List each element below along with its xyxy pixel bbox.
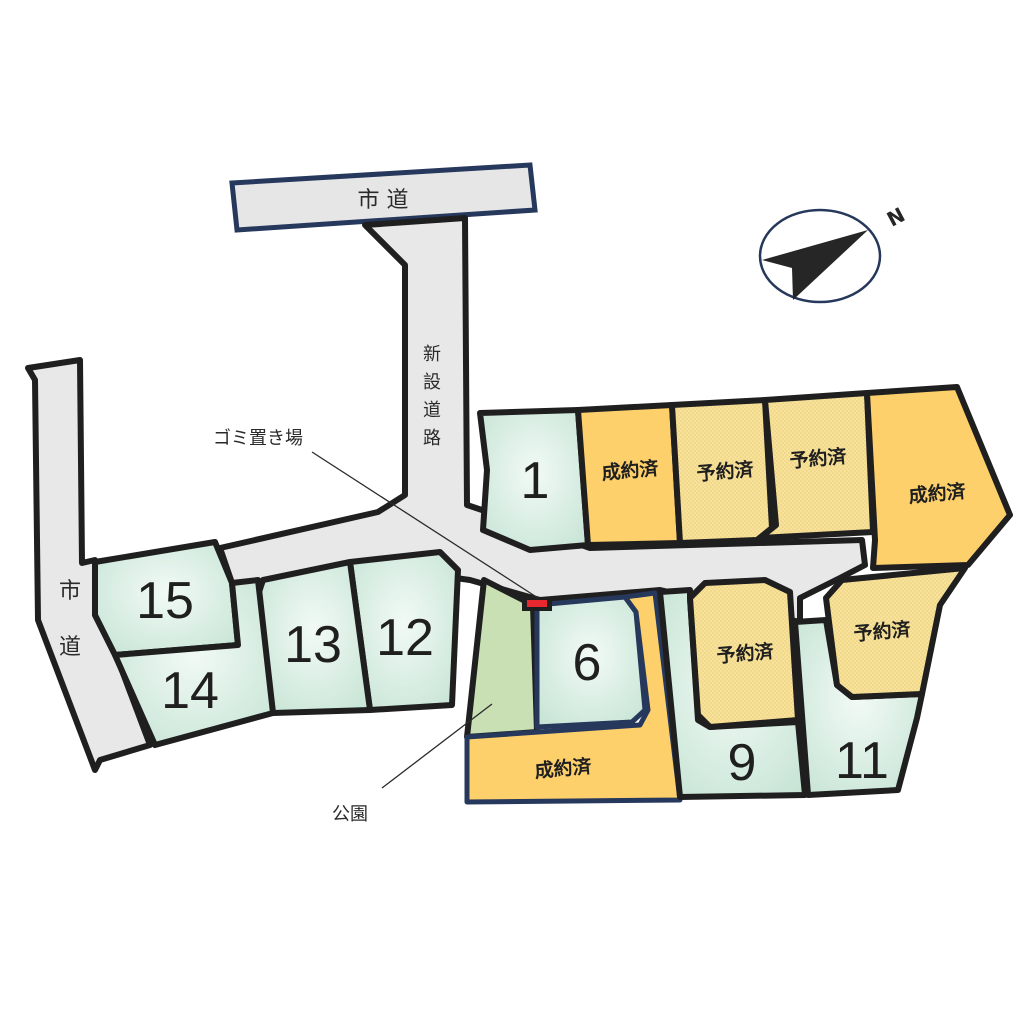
lot-15[interactable]: 15 [92,539,241,658]
lot-5-status: 成約済 [908,479,968,507]
lot-4-reserved[interactable]: 予約済 [757,390,876,541]
new-road-label-2: 設 [423,372,441,393]
park-leader-line [381,703,493,789]
lot-7-status: 成約済 [534,754,594,782]
lot-6[interactable]: 6 [534,594,648,730]
garbage-station-marker[interactable] [522,597,552,611]
lot-14-number: 14 [161,662,219,720]
lot-3-status: 予約済 [696,457,756,485]
garbage-leader-line [311,451,539,599]
new-road-label-4: 路 [423,428,441,449]
city-road-top: 市 道 [229,162,538,233]
lot-15-number: 15 [136,572,194,630]
new-road-label-1: 新 [423,344,441,365]
lot-1[interactable]: 1 [477,407,591,553]
north-arrow-icon [762,230,868,300]
city-road-left-label-1: 市 [59,579,81,604]
lot-8-status: 予約済 [716,639,776,667]
lot-12-number: 12 [376,609,434,667]
lot-7-sold[interactable]: 成約済 [464,590,683,805]
lot-9-number: 9 [728,734,757,792]
compass-north-label: N [883,202,909,231]
lot-2-status: 成約済 [601,456,661,484]
lot-13-number: 13 [284,616,342,674]
lot-6-number: 6 [573,634,602,692]
lot-13[interactable]: 13 [255,559,373,716]
compass: N [758,202,909,304]
lot-11-number: 11 [835,732,889,790]
garbage-station-label: ゴミ置き場 [213,428,303,449]
lot-4-status: 予約済 [789,444,849,472]
lot-14[interactable]: 14 [112,577,276,748]
park-label: 公園 [332,804,368,825]
new-road-label-3: 道 [423,400,441,421]
lot-5-sold[interactable]: 成約済 [864,384,1013,571]
lot-10-status: 予約済 [853,617,913,645]
lot-1-number: 1 [521,452,550,510]
lot-3-reserved[interactable]: 予約済 [669,397,775,546]
lot-10-reserved[interactable]: 予約済 [823,565,968,700]
city-road-left-label-2: 道 [59,635,81,660]
lot-8-reserved[interactable]: 予約済 [687,577,801,730]
lot-2-sold[interactable]: 成約済 [575,402,683,548]
city-road-top-label: 市 道 [358,188,409,213]
